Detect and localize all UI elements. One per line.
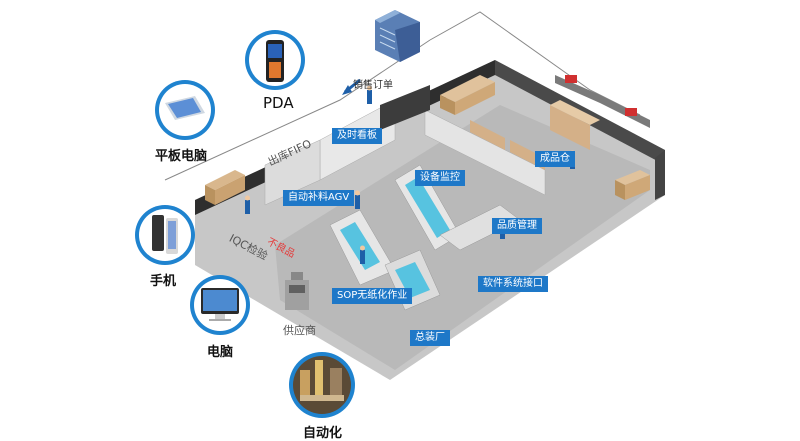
right-wall	[655, 150, 665, 200]
pda-label: PDA	[263, 94, 294, 112]
office-building-icon	[375, 10, 420, 62]
software-interface-tag: 软件系统接口	[478, 276, 548, 292]
dark-room	[380, 85, 430, 130]
pda-icon	[245, 30, 305, 90]
partition-wall-2	[264, 139, 321, 206]
warehouse-boxes-left	[205, 170, 245, 205]
finished-goods-tag: 成品仓	[535, 151, 575, 167]
computer-icon	[190, 275, 250, 335]
tablet-label: 平板电脑	[155, 149, 208, 164]
computer-label: 电脑	[207, 345, 234, 360]
agv-tag: 自动补料AGV	[283, 190, 355, 206]
pallet-right	[615, 170, 650, 200]
tablet-icon	[155, 80, 215, 140]
phone-label: 手机	[150, 274, 177, 289]
sales-order-label: 销售订单	[353, 80, 393, 91]
assembly-plant-tag: 总装厂	[410, 330, 450, 346]
supplier-truck	[285, 272, 309, 310]
overhead-duct	[555, 75, 650, 128]
kanban-tag: 及时看板	[332, 128, 382, 144]
equipment-monitor-tag: 设备监控	[415, 170, 465, 186]
warehouse-boxes-back	[440, 75, 495, 115]
sop-tag: SOP无纸化作业	[332, 288, 413, 304]
quality-mgmt-tag: 品质管理	[492, 218, 542, 234]
sales-order-arrow	[342, 78, 361, 95]
supplier-label: 供应商	[283, 324, 316, 337]
automation-label: 自动化	[303, 426, 343, 441]
phone-icon	[135, 205, 195, 265]
production-line-2	[394, 164, 521, 251]
automation-icon	[289, 352, 355, 418]
